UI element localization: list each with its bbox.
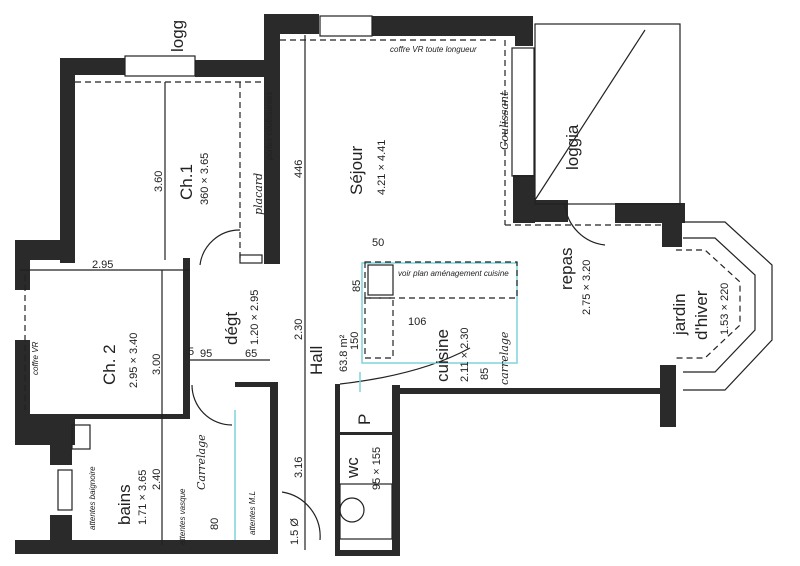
kitchen-dim-150: 150 bbox=[349, 332, 361, 350]
note-attentes-ml: attentes M.L bbox=[248, 491, 257, 535]
room-jardin-name: jardin bbox=[670, 293, 689, 336]
note-attentes-baignoire: attentes baignoire bbox=[88, 466, 97, 530]
degt-dim-5: 5 bbox=[188, 346, 194, 358]
note-attentes-vasque: attentes vasque bbox=[178, 488, 187, 545]
hall-dim-230: 2.30 bbox=[293, 319, 305, 340]
room-sejour-dim: 446 bbox=[293, 160, 305, 178]
labels: Ch.1 360 × 3.65 3.60 placard portes coul… bbox=[31, 20, 731, 545]
note-voir-plan: voir plan aménagement cuisine bbox=[398, 269, 509, 278]
kitchen-dim-50: 50 bbox=[372, 237, 384, 249]
room-wc-size: 95 × 155 bbox=[371, 447, 383, 490]
room-degt-name: dégt bbox=[222, 312, 241, 345]
walls bbox=[15, 14, 685, 556]
room-ch2-size: 2.95 × 3.40 bbox=[128, 333, 140, 388]
degt-dim-95: 95 bbox=[200, 348, 212, 360]
kitchen-dim-85b: 85 bbox=[479, 368, 491, 380]
note-portes-coulissantes: portes coulissantes bbox=[265, 92, 274, 161]
note-coulissant: Coulissant bbox=[498, 91, 511, 150]
kitchen-dim-85a: 85 bbox=[351, 280, 363, 292]
note-carrelage-cuisine: carrelage bbox=[498, 331, 511, 385]
room-loggia-name: loggia bbox=[563, 124, 582, 170]
room-ch2-dim: 3.00 bbox=[151, 354, 163, 375]
room-repas-size: 2.75 × 3.20 bbox=[581, 260, 593, 315]
room-ch1-name: Ch.1 bbox=[177, 164, 196, 200]
outlines bbox=[20, 15, 773, 550]
bains-dim-80: 80 bbox=[209, 518, 221, 530]
turning-circle-label: 1.5 Ø bbox=[289, 518, 301, 545]
room-degt-size: 1.20 × 2.95 bbox=[249, 290, 261, 345]
room-repas-name: repas bbox=[557, 247, 576, 290]
note-carrelage-bains: Carrelage bbox=[195, 434, 208, 490]
room-jardin-name2: d'hiver bbox=[692, 290, 711, 340]
room-hall-name: Hall bbox=[307, 346, 326, 375]
room-cuisine-name: cuisine bbox=[433, 329, 452, 382]
room-ch2-width: 2.95 bbox=[92, 259, 113, 271]
room-sejour-name: Séjour bbox=[347, 146, 366, 195]
kitchen-dim-106: 106 bbox=[408, 316, 426, 328]
room-ch1-dim: 3.60 bbox=[153, 171, 165, 192]
room-bains-name: bains bbox=[115, 484, 134, 525]
room-ch2-name: Ch. 2 bbox=[100, 344, 119, 385]
kitchen-area: 63.8 m² bbox=[338, 334, 350, 372]
kitchen-outline bbox=[361, 262, 518, 364]
room-wc-name: wc bbox=[343, 457, 362, 479]
room-cuisine-size: 2.11 × 2.30 bbox=[459, 327, 471, 382]
room-logg-name: logg bbox=[168, 20, 187, 52]
room-bains-dim: 2.40 bbox=[151, 469, 163, 490]
room-ch1-size: 360 × 3.65 bbox=[199, 153, 211, 205]
note-coffre-vr-ch2: coffre VR bbox=[31, 341, 40, 375]
note-coffre-vr-sejour: coffre VR toute longueur bbox=[390, 45, 477, 54]
note-placard: placard bbox=[252, 173, 265, 215]
room-sejour-size: 4.21 × 4.41 bbox=[376, 140, 388, 195]
room-p-name: P bbox=[355, 414, 374, 425]
room-jardin-size: 1.53 × 220 bbox=[719, 283, 731, 335]
hall-dim-316: 3.16 bbox=[293, 457, 305, 478]
room-bains-size: 1.71 × 3.65 bbox=[137, 470, 149, 525]
degt-dim-65: 65 bbox=[245, 348, 257, 360]
